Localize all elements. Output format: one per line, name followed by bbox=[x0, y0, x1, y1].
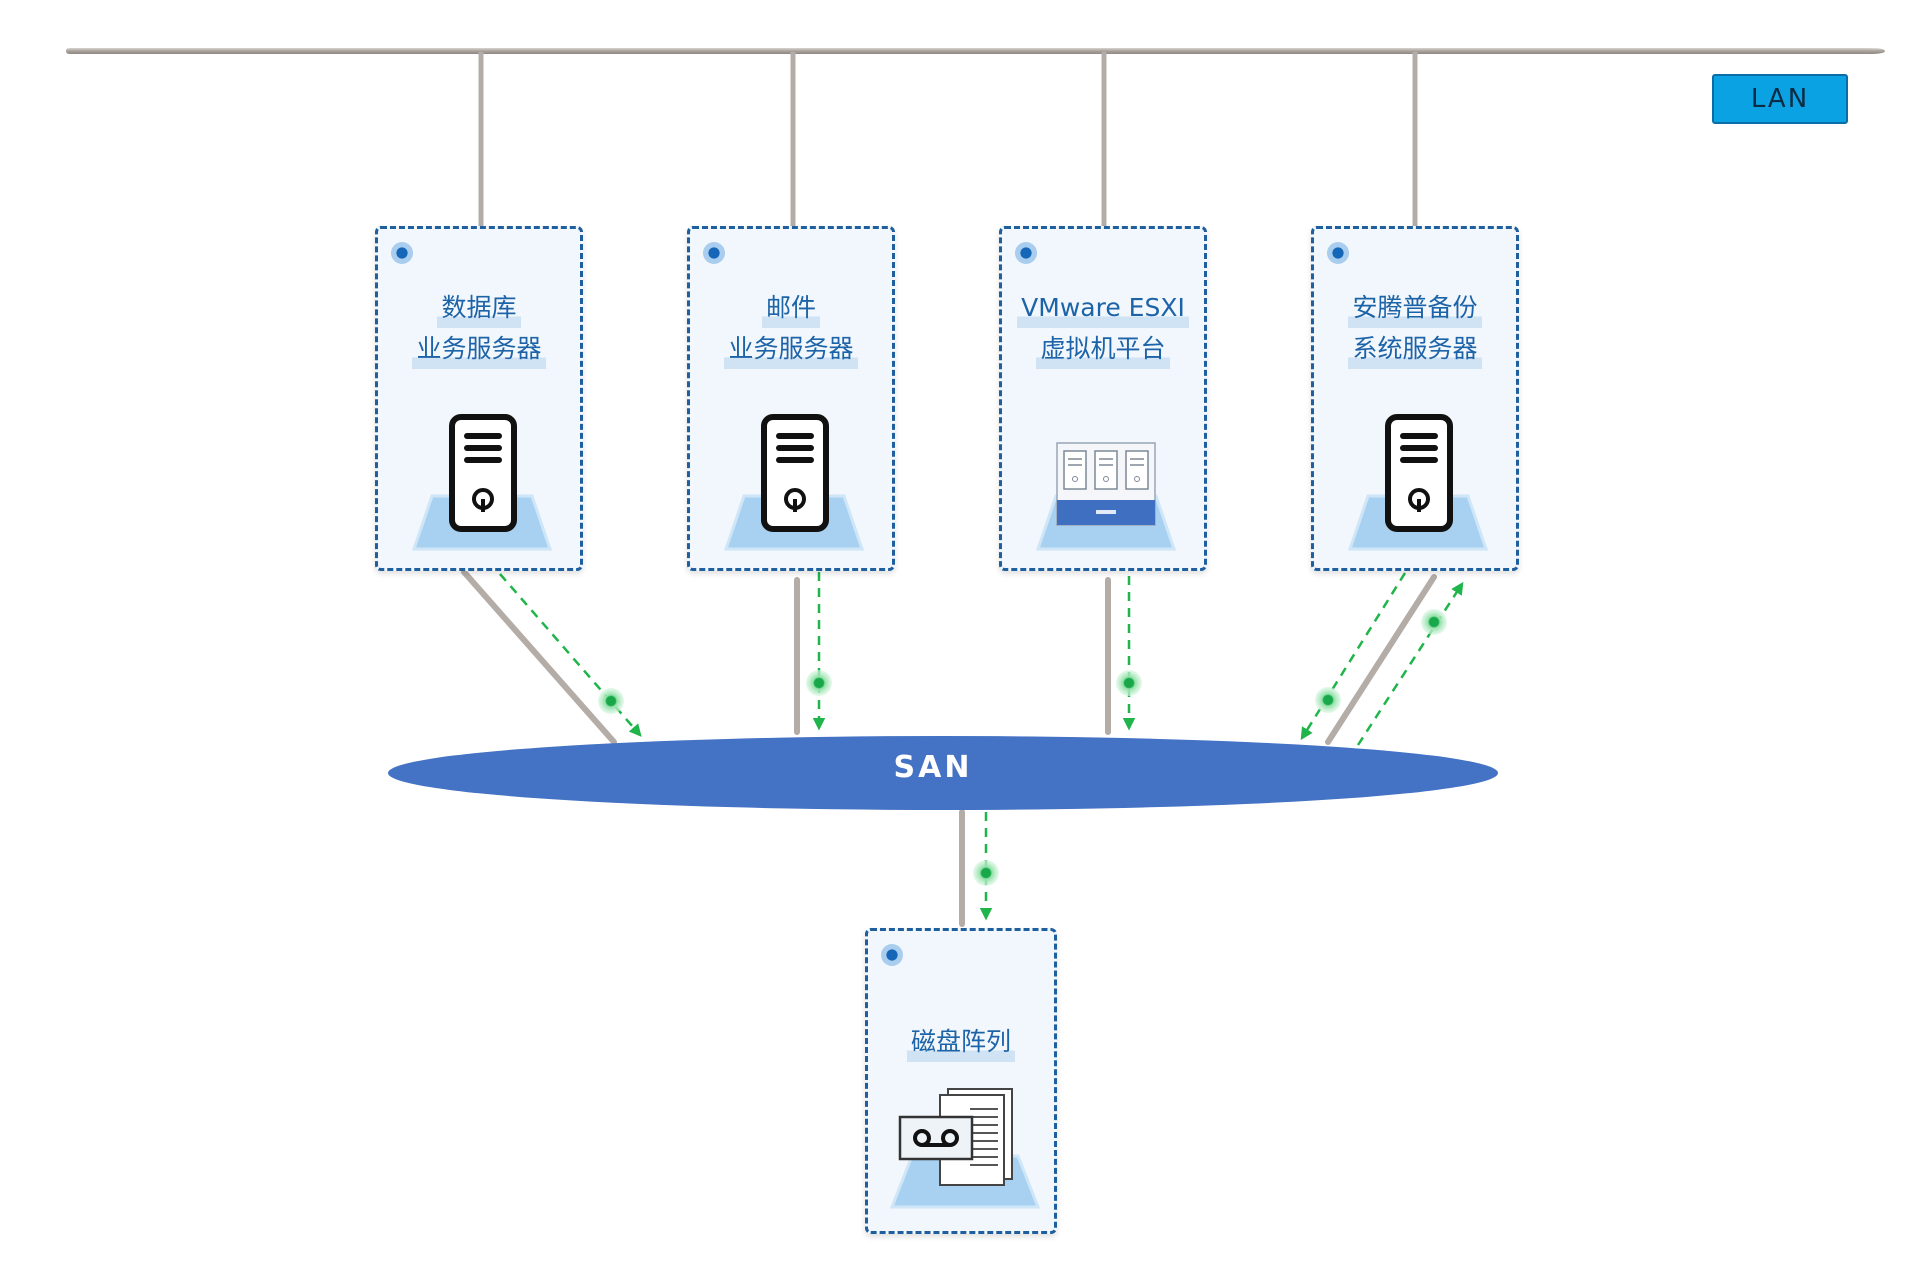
flow-dot-icon bbox=[1315, 687, 1341, 713]
status-dot-icon bbox=[881, 944, 903, 966]
flow-dot-icon bbox=[1421, 609, 1447, 635]
node-label-line1: 邮件 bbox=[761, 287, 820, 328]
vmware-rack-icon bbox=[1035, 442, 1177, 551]
storage-label: 磁盘阵列 bbox=[906, 1021, 1015, 1062]
san-ellipse bbox=[388, 736, 1498, 810]
node-label-line1: 数据库 bbox=[437, 287, 521, 328]
san-link-database bbox=[461, 569, 617, 745]
san-link-backup bbox=[1325, 574, 1437, 745]
flow-dot-icon bbox=[973, 860, 999, 886]
status-dot-icon bbox=[391, 242, 413, 264]
node-label-line1: 安腾普备份 bbox=[1348, 287, 1482, 328]
node-label-line2: 业务服务器 bbox=[412, 328, 546, 369]
node-backup-server[interactable]: 安腾普备份 系统服务器 bbox=[1311, 226, 1519, 571]
lan-label: LAN bbox=[1712, 74, 1848, 124]
node-label-line2: 业务服务器 bbox=[724, 328, 858, 369]
node-disk-array[interactable]: 磁盘阵列 bbox=[865, 928, 1057, 1234]
san-label: SAN bbox=[893, 750, 973, 785]
flow-dot-icon bbox=[598, 688, 624, 714]
node-label-line2: 系统服务器 bbox=[1348, 328, 1482, 369]
node-label-line1: VMware ESXI bbox=[1017, 287, 1189, 328]
lan-drop-links bbox=[478, 52, 1418, 228]
flow-dot-icon bbox=[806, 670, 832, 696]
status-dot-icon bbox=[1327, 242, 1349, 264]
flow-dot-icon bbox=[1116, 670, 1142, 696]
status-dot-icon bbox=[703, 242, 725, 264]
server-tower-icon bbox=[723, 414, 865, 551]
server-tower-icon bbox=[411, 414, 553, 551]
node-mail-server[interactable]: 邮件 业务服务器 bbox=[687, 226, 895, 571]
node-vmware-esxi[interactable]: VMware ESXI 虚拟机平台 bbox=[999, 226, 1207, 571]
node-database-server[interactable]: 数据库 业务服务器 bbox=[375, 226, 583, 571]
flow-indicators bbox=[598, 609, 1447, 886]
san-links bbox=[461, 569, 1437, 927]
tape-storage-icon bbox=[889, 1088, 1041, 1209]
server-tower-icon bbox=[1347, 414, 1489, 551]
flow-arrow-backup-down bbox=[1300, 572, 1407, 741]
status-dot-icon bbox=[1015, 242, 1037, 264]
lan-bus bbox=[66, 48, 1885, 54]
flow-arrow-backup-up bbox=[1356, 581, 1464, 746]
node-label-line2: 虚拟机平台 bbox=[1036, 328, 1170, 369]
